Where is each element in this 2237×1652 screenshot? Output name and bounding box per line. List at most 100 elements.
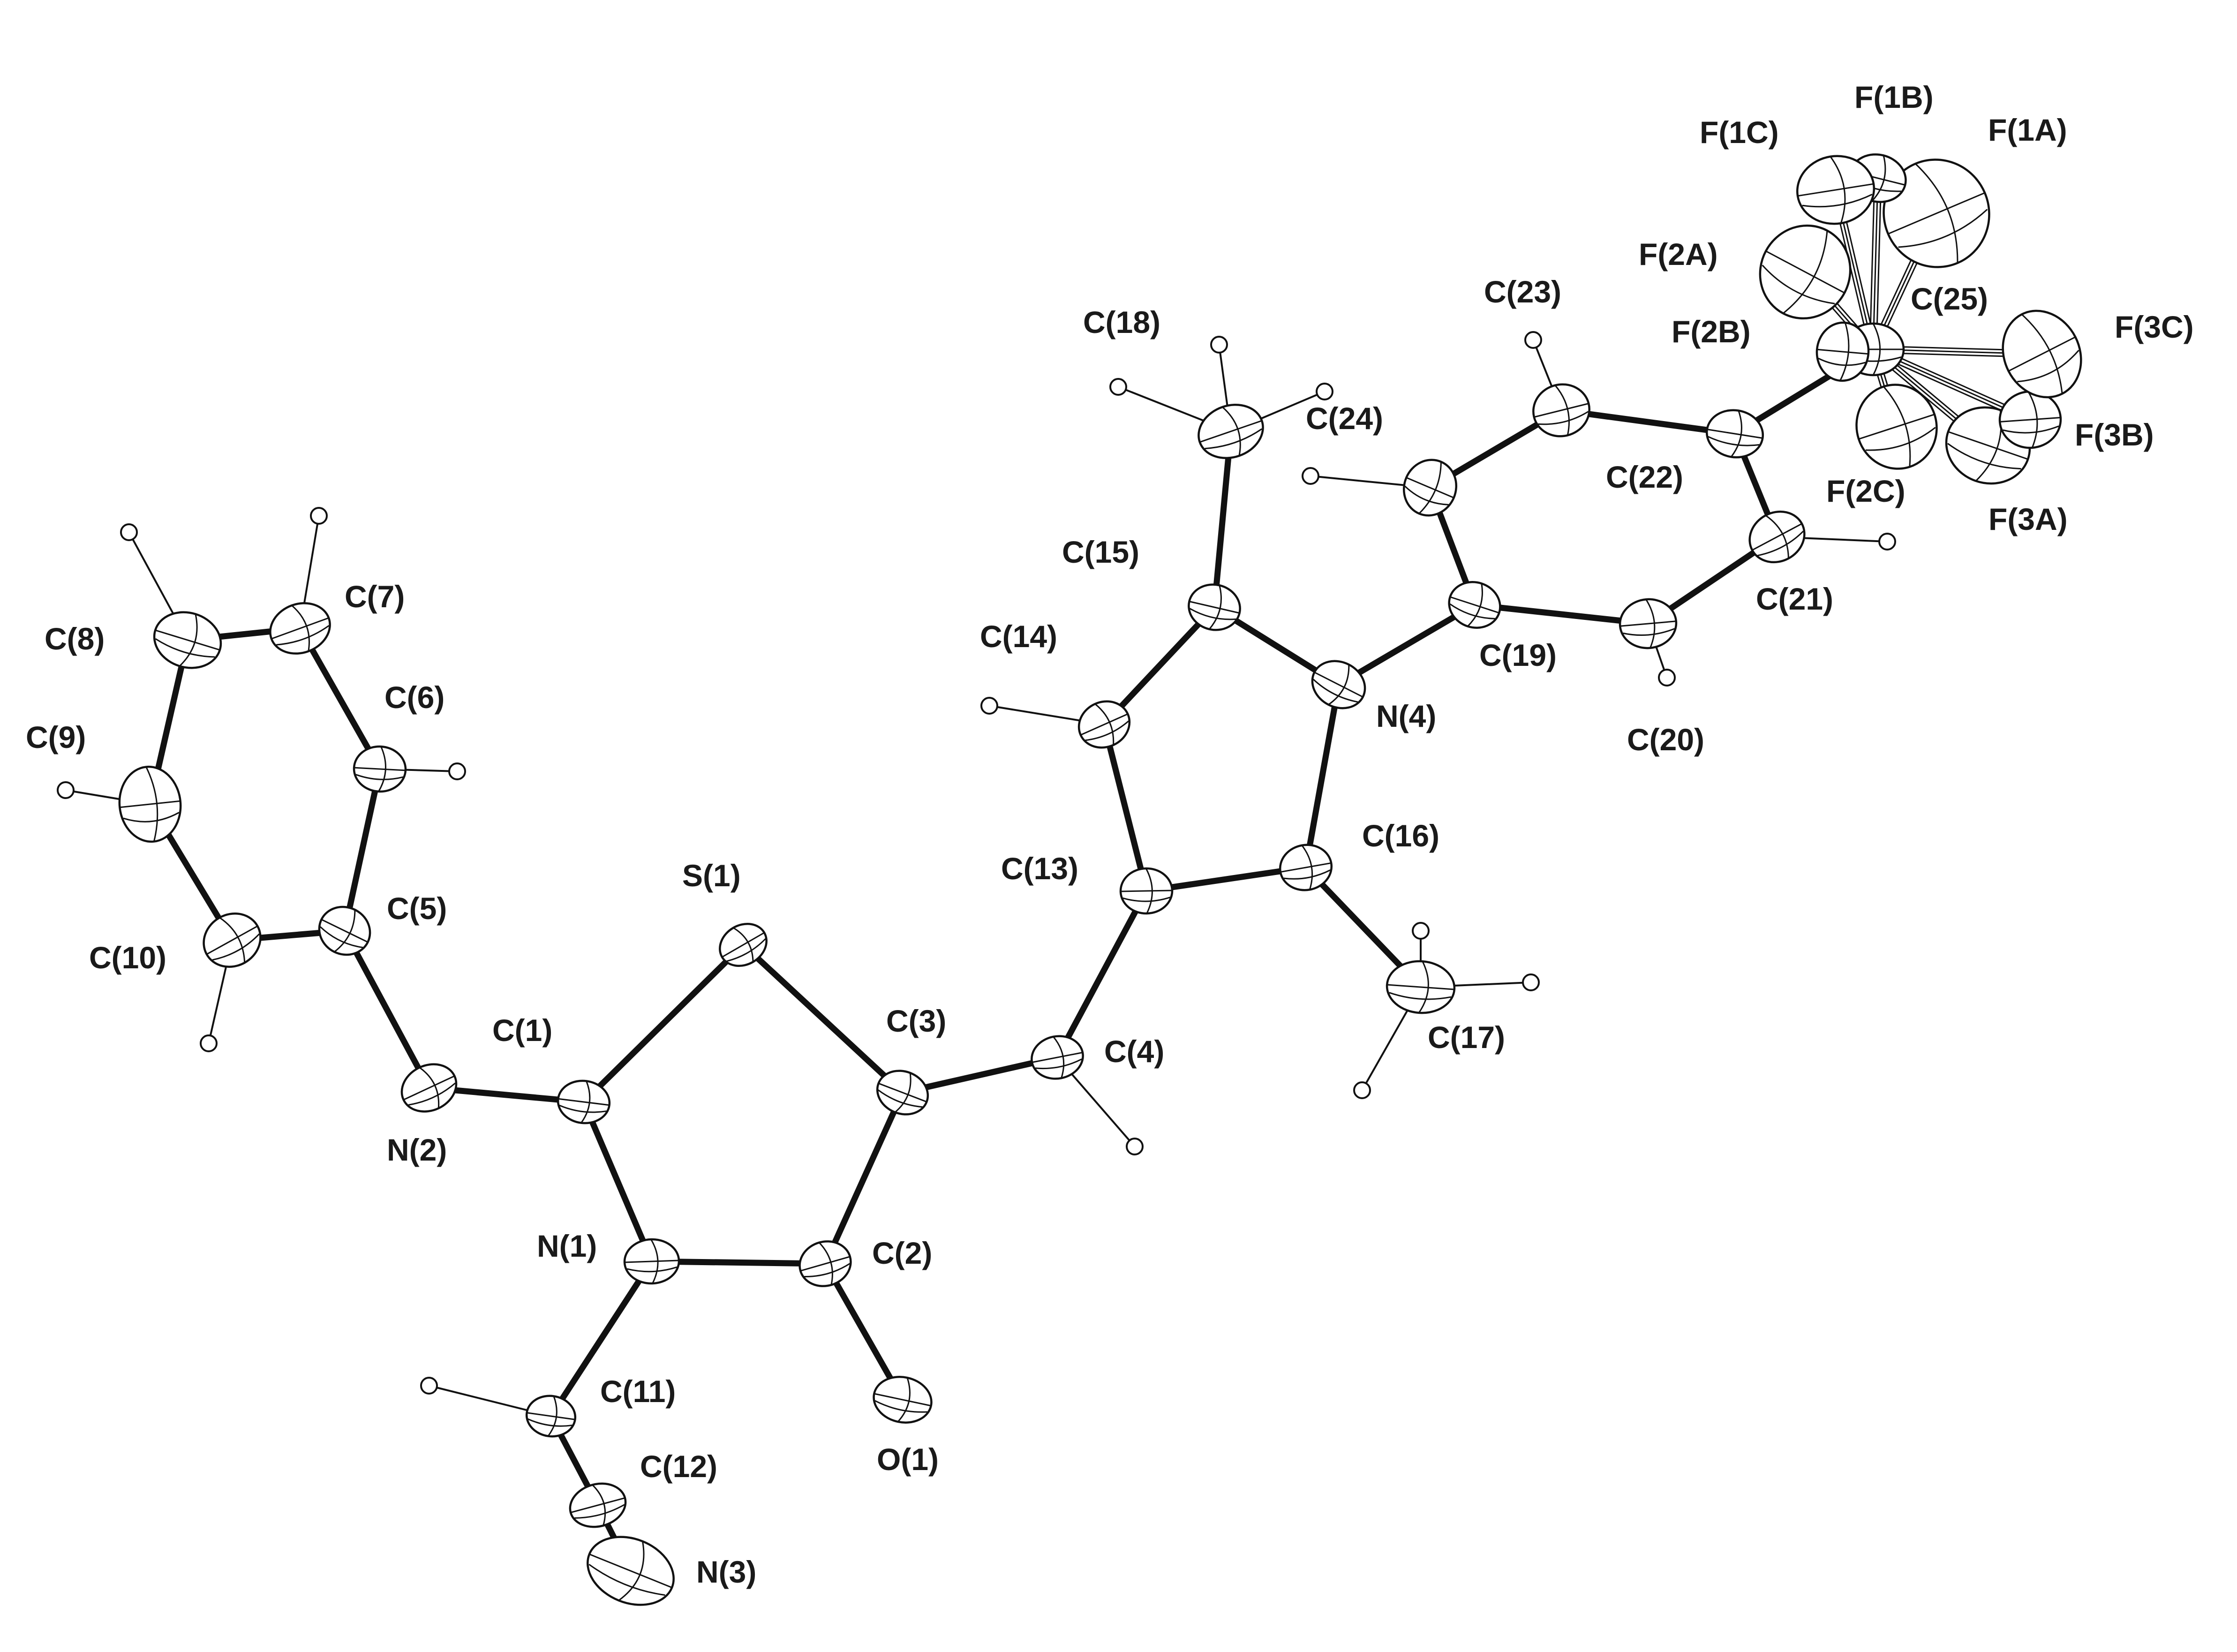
ellipsoid-axis-major-c23 — [1534, 403, 1589, 418]
atom-c22 — [1705, 409, 1764, 459]
atom-s1 — [719, 923, 768, 967]
ellipsoid-axis-third-c15 — [1189, 608, 1236, 620]
atom-n1 — [623, 1238, 680, 1285]
ellipsoid-axis-major-c7 — [271, 617, 329, 640]
ellipsoid-axis-minor-c4 — [1053, 1036, 1065, 1079]
atom-label-c22: C(22) — [1606, 460, 1683, 494]
atom-c11 — [525, 1395, 577, 1438]
atom-c12 — [569, 1482, 627, 1528]
ellipsoid-axis-major-f2a — [1765, 250, 1845, 294]
ellipsoid-axis-major-f2b — [1817, 348, 1868, 355]
ellipsoid-axis-minor-f1b — [1871, 155, 1886, 202]
atom-f3c — [2002, 309, 2082, 399]
ellipsoid-axis-third-f1c — [1802, 194, 1873, 208]
ellipsoid-axis-minor-c24 — [1418, 461, 1442, 514]
ellipsoid-axis-minor-c15 — [1209, 585, 1222, 630]
ellipsoid-axis-minor-n4 — [1328, 664, 1350, 706]
ellipsoid-axis-minor-f1c — [1830, 156, 1846, 224]
ellipsoid-axis-third-c19 — [1449, 603, 1495, 619]
atom-label-f3b: F(3B) — [2075, 417, 2154, 452]
ellipsoid-axis-minor-c3 — [894, 1072, 911, 1113]
ellipsoid-axis-major-c4 — [1032, 1052, 1083, 1063]
atom-labels: S(1)C(1)C(2)C(3)N(1)N(2)O(1)C(4)C(5)C(6)… — [26, 80, 2194, 1589]
ellipsoid-axis-major-f1c — [1797, 183, 1874, 197]
ellipsoid-axis-major-c13 — [1120, 890, 1173, 892]
atom-label-c23: C(23) — [1484, 274, 1561, 309]
hydrogen-atom-h24 — [1302, 467, 1319, 485]
ellipsoid-axis-third-n2 — [408, 1082, 456, 1106]
ellipsoid-axis-major-c21 — [1752, 523, 1802, 551]
ellipsoid-axis-major-c11 — [527, 1412, 575, 1420]
ellipsoid-axis-major-c20 — [1620, 620, 1676, 627]
atom-label-f1c: F(1C) — [1700, 115, 1779, 150]
atom-label-f2a: F(2A) — [1639, 237, 1718, 272]
ellipsoid-axis-major-c19 — [1450, 596, 1499, 614]
atom-c3 — [876, 1070, 929, 1116]
atom-label-s1: S(1) — [682, 858, 741, 893]
bond-n2-c5 — [341, 928, 432, 1091]
hydrogen-atom-h17c — [1353, 1081, 1371, 1099]
ellipsoid-axis-third-c3 — [878, 1089, 923, 1108]
atom-label-c19: C(19) — [1479, 638, 1557, 672]
ellipsoid-axis-minor-f2b — [1839, 322, 1850, 381]
atom-n3 — [587, 1536, 675, 1606]
atom-label-f3c: F(3C) — [2115, 309, 2194, 344]
atom-o1 — [873, 1376, 933, 1424]
atom-c7 — [269, 602, 331, 655]
atom-label-f1a: F(1A) — [1988, 113, 2067, 147]
hydrogen-atom-h14 — [980, 697, 998, 715]
bond-c19-c20 — [1471, 602, 1651, 627]
ellipsoid-axis-minor-c14 — [1094, 703, 1115, 745]
thermal-ellipsoids — [118, 153, 2082, 1606]
ellipsoid-axis-minor-c2 — [818, 1242, 833, 1285]
ellipsoid-axis-minor-n3 — [618, 1541, 645, 1601]
ellipsoid-axis-third-f2b — [1818, 357, 1866, 366]
ellipsoid-axis-minor-c18 — [1222, 406, 1241, 456]
atom-c13 — [1119, 867, 1174, 915]
ellipsoid-axis-third-c1 — [559, 1104, 607, 1113]
atom-label-c7: C(7) — [345, 579, 405, 614]
disorder-bond-c25-f1b — [1869, 177, 1875, 350]
bond-c2-o1 — [822, 1260, 906, 1403]
bond-c6-c7 — [297, 625, 383, 772]
atom-label-n1: N(1) — [537, 1229, 597, 1263]
ellipsoid-axis-minor-n2 — [419, 1067, 440, 1109]
ellipsoid-axis-minor-c7 — [291, 604, 310, 652]
ellipsoid-axis-minor-c16 — [1301, 845, 1313, 890]
atom-f1c — [1796, 155, 1875, 225]
atom-label-c5: C(5) — [387, 891, 447, 926]
ellipsoid-axis-major-s1 — [722, 932, 765, 958]
ellipsoid-axis-minor-c8 — [179, 614, 198, 667]
ellipsoid-axis-third-f3c — [2017, 350, 2079, 383]
ellipsoid-axis-major-f3c — [2008, 336, 2076, 372]
atom-c23 — [1532, 383, 1590, 438]
ellipsoid-axis-major-c12 — [570, 1497, 625, 1513]
ellipsoid-axis-major-c14 — [1080, 713, 1128, 736]
atom-c8 — [153, 611, 222, 669]
bond-n4-c19 — [1335, 602, 1478, 688]
bond-c1-n1 — [580, 1099, 655, 1265]
ellipsoid-axis-minor-c1 — [580, 1080, 591, 1124]
ellipsoid-axis-third-c7 — [276, 625, 330, 646]
hydrogen-atom-h9 — [57, 781, 75, 799]
ellipsoid-axis-minor-c17 — [1418, 961, 1429, 1013]
ellipsoid-axis-major-n2 — [403, 1075, 455, 1101]
ellipsoid-axis-major-c17 — [1387, 984, 1454, 990]
atom-label-c13: C(13) — [1001, 851, 1078, 886]
ellipsoid-axis-minor-c13 — [1145, 868, 1153, 914]
ellipsoid-axis-third-c14 — [1085, 720, 1130, 741]
atom-label-c2: C(2) — [872, 1236, 932, 1270]
ellipsoid-axis-major-o1 — [874, 1393, 931, 1407]
bond-c14-c15 — [1101, 604, 1218, 728]
hydrogen-atoms — [57, 331, 1896, 1395]
ellipsoid-axis-major-f3a — [1948, 431, 2028, 460]
atom-c19 — [1448, 581, 1501, 629]
ellipsoid-axis-minor-f1a — [1915, 163, 1958, 263]
ellipsoid-axis-major-c3 — [878, 1082, 927, 1103]
atom-label-f2c: F(2C) — [1826, 474, 1906, 508]
ellipsoid-axis-minor-c5 — [334, 910, 356, 953]
hydrogen-atom-h18b — [1109, 378, 1127, 396]
ellipsoid-axis-third-c5 — [319, 926, 363, 949]
atom-f2a — [1759, 224, 1852, 320]
